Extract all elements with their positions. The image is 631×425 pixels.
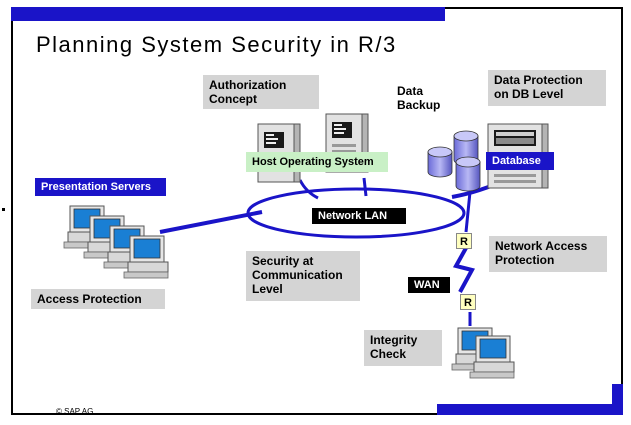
host-os-label: Host Operating System — [246, 152, 388, 172]
router-bottom-icon: R — [460, 294, 476, 310]
data-protection-label: Data Protection on DB Level — [488, 70, 606, 106]
top-accent-bar — [11, 7, 445, 21]
database-cylinders-icon — [427, 130, 481, 192]
link-lan-router — [464, 191, 472, 233]
workstation-4 — [123, 235, 169, 279]
presentation-servers-label: Presentation Servers — [35, 178, 166, 196]
link-host-lan-2 — [362, 177, 368, 197]
wan-link — [452, 247, 475, 293]
margin-dot — [2, 208, 5, 211]
copyright-notice: © SAP AG — [56, 407, 94, 416]
bottom-accent-bar — [437, 404, 623, 415]
network-lan-ring — [246, 187, 466, 239]
authorization-concept-label: Authorization Concept — [203, 75, 319, 109]
network-lan-label: Network LAN — [312, 208, 406, 224]
link-host-lan-1 — [298, 179, 319, 200]
page-title: Planning System Security in R/3 — [36, 32, 397, 57]
access-protection-label: Access Protection — [31, 289, 165, 309]
link-presentation-lan — [159, 210, 263, 234]
integrity-check-label: Integrity Check — [364, 330, 442, 366]
data-backup-label: Data Backup — [397, 84, 441, 112]
database-label: Database — [486, 152, 554, 170]
integrity-workstation-2 — [469, 335, 515, 379]
corner-accent-bar — [612, 384, 623, 415]
wan-label: WAN — [408, 277, 450, 293]
network-access-label: Network Access Protection — [489, 236, 607, 272]
router-top-icon: R — [456, 233, 472, 249]
security-communication-label: Security at Communication Level — [246, 251, 360, 301]
